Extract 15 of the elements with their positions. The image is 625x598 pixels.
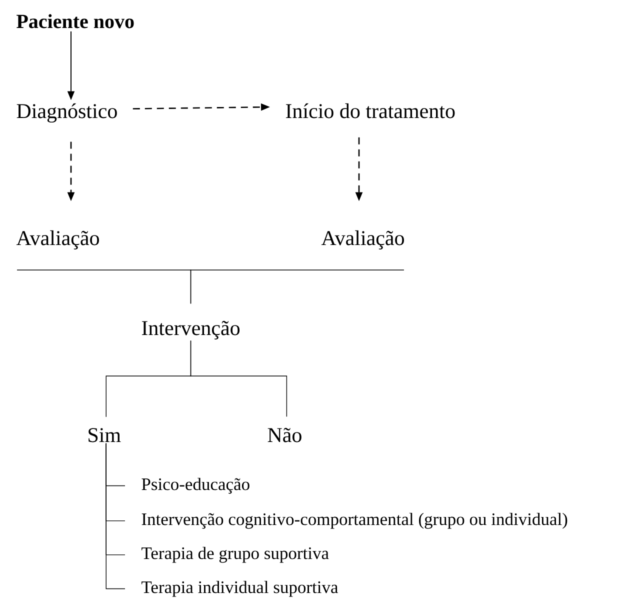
flow-label: Psico-educação: [142, 478, 250, 494]
flow-label: Avaliação: [16, 230, 99, 250]
connector-line: [190, 340, 288, 417]
flow-label: Intervenção: [142, 320, 240, 340]
flow-label: Paciente novo: [16, 14, 134, 28]
flow-label: Terapia de grupo suportiva: [142, 546, 329, 563]
flow-label: Início do tratamento: [286, 103, 455, 118]
flow-label: Sim: [88, 428, 121, 442]
flow-label: Intervenção cognitivo-comportamental (grupo ou individual): [142, 512, 568, 529]
connector-line: [106, 443, 126, 590]
flow-label: Terapia individual suportiva: [142, 580, 338, 597]
flow-label: Não: [268, 428, 302, 442]
flow-label: Avaliação: [321, 230, 404, 250]
connector-line: [190, 270, 404, 304]
flow-label: Diagnóstico: [16, 103, 117, 123]
